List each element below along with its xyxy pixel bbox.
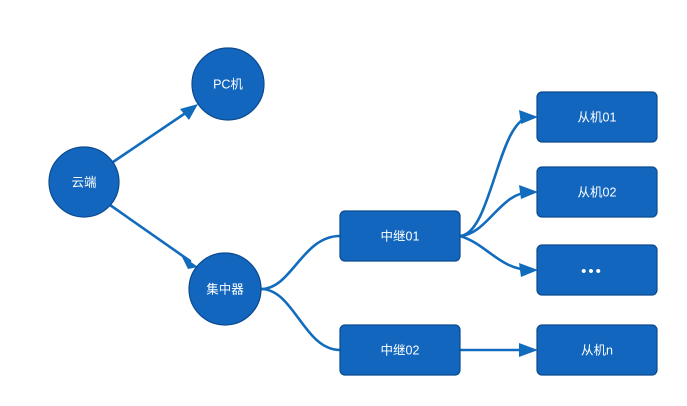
edge-relay01-to-slave-ellipsis-arrowhead (519, 263, 538, 277)
node-relay02[interactable]: 中继02 (339, 324, 461, 376)
node-relay01-box[interactable] (339, 210, 461, 262)
node-slave02[interactable]: 从机02 (536, 166, 658, 218)
node-slave01-box[interactable] (536, 91, 658, 143)
node-concentrator[interactable]: 集中器 (188, 252, 262, 326)
edge-concentrator-to-relay01 (259, 234, 342, 291)
node-relay02-box[interactable] (339, 324, 461, 376)
node-relay01[interactable]: 中继01 (339, 210, 461, 262)
node-slave-ellipsis[interactable]: ••• (536, 244, 658, 296)
edge-cloud-to-concentrator-arrowhead (181, 255, 198, 269)
edge-layer (108, 104, 538, 357)
edge-cloud-to-pc-line (111, 108, 192, 164)
edge-relay01-to-slave01 (458, 110, 538, 238)
node-pc-circle[interactable] (191, 47, 265, 121)
node-pc[interactable]: PC机 (191, 47, 265, 121)
edge-relay02-to-slave-n (458, 343, 538, 357)
node-layer: 云端 PC机 集中器 中继01 中继02 从机01 (48, 47, 658, 376)
node-slave02-box[interactable] (536, 166, 658, 218)
edge-relay01-to-slave02-arrowhead (519, 185, 538, 199)
edge-cloud-to-pc (111, 104, 198, 164)
edge-relay02-to-slave-n-arrowhead (519, 343, 538, 357)
node-slave-n[interactable]: 从机n (536, 324, 658, 376)
node-slave01[interactable]: 从机01 (536, 91, 658, 143)
edge-cloud-to-concentrator (108, 203, 198, 269)
node-slave-n-box[interactable] (536, 324, 658, 376)
node-slave-ellipsis-box[interactable] (536, 244, 658, 296)
edge-concentrator-to-relay01-line (259, 234, 342, 291)
edge-relay01-to-slave-ellipsis (458, 234, 538, 277)
node-cloud-circle[interactable] (48, 146, 120, 218)
edge-cloud-to-concentrator-line (108, 203, 192, 263)
edge-concentrator-to-relay02-line (259, 287, 342, 352)
edge-relay01-to-slave01-line (458, 115, 533, 238)
edge-relay01-to-slave01-arrowhead (519, 110, 538, 124)
edge-concentrator-to-relay02 (259, 287, 342, 352)
edge-relay01-to-slave02 (458, 185, 538, 238)
node-cloud[interactable]: 云端 (48, 146, 120, 218)
edge-cloud-to-pc-arrowhead (180, 104, 198, 120)
node-concentrator-circle[interactable] (188, 252, 262, 326)
